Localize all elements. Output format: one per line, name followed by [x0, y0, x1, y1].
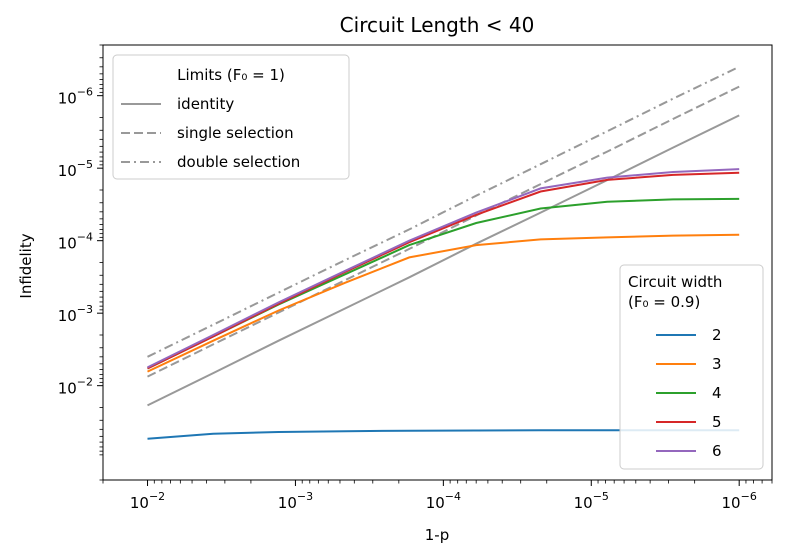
limits-legend-label: single selection: [177, 124, 294, 142]
series-line-single-selection: [147, 85, 740, 378]
series-line-width-3: [147, 233, 740, 373]
width-legend-title: Circuit width: [628, 273, 722, 291]
x-tick-label: 10−5: [574, 490, 609, 512]
y-tick-label: 10−3: [58, 303, 93, 325]
limits-legend-label: identity: [177, 95, 234, 113]
y-axis-label: Infidelity: [17, 233, 35, 298]
width-legend-label: 3: [712, 355, 722, 373]
circuit-width-legend: Circuit width (F₀ = 0.9) 2 3 4 5 6: [619, 264, 764, 470]
limits-legend-frame: [112, 54, 350, 180]
x-tick-label: 10−3: [278, 490, 313, 512]
chart-title: Circuit Length < 40: [340, 13, 535, 37]
width-legend-label: 4: [712, 384, 722, 402]
limits-legend-label: double selection: [177, 153, 300, 171]
x-axis-label: 1-p: [425, 526, 449, 544]
width-legend-label: 2: [712, 326, 722, 344]
limits-legend: Limits (F₀ = 1) identity single selection d…: [112, 54, 350, 180]
x-tick-label: 10−6: [722, 490, 757, 512]
y-tick-label: 10−5: [58, 158, 93, 180]
y-tick-label: 10−2: [58, 376, 93, 398]
axes: 10−2 10−3 10−4 10−5 10−6 10−2 10−3 10−4 10−5 10−6: [58, 44, 773, 512]
x-tick-label: 10−2: [130, 490, 165, 512]
width-legend-label: 5: [712, 413, 722, 431]
width-legend-label: 6: [712, 442, 722, 460]
series-line-width-5: [147, 171, 740, 370]
series-line-double-selection: [147, 65, 740, 358]
plot-area: [147, 65, 740, 440]
x-tick-label: 10−4: [426, 490, 461, 512]
y-tick-label: 10−6: [58, 86, 93, 108]
limits-legend-title: Limits (F₀ = 1): [177, 66, 285, 84]
y-tick-label: 10−4: [58, 231, 93, 253]
series-line-width-6: [147, 168, 740, 369]
series-line-identity: [147, 114, 740, 407]
width-legend-frame: [619, 264, 764, 470]
width-legend-subtitle: (F₀ = 0.9): [628, 293, 700, 311]
